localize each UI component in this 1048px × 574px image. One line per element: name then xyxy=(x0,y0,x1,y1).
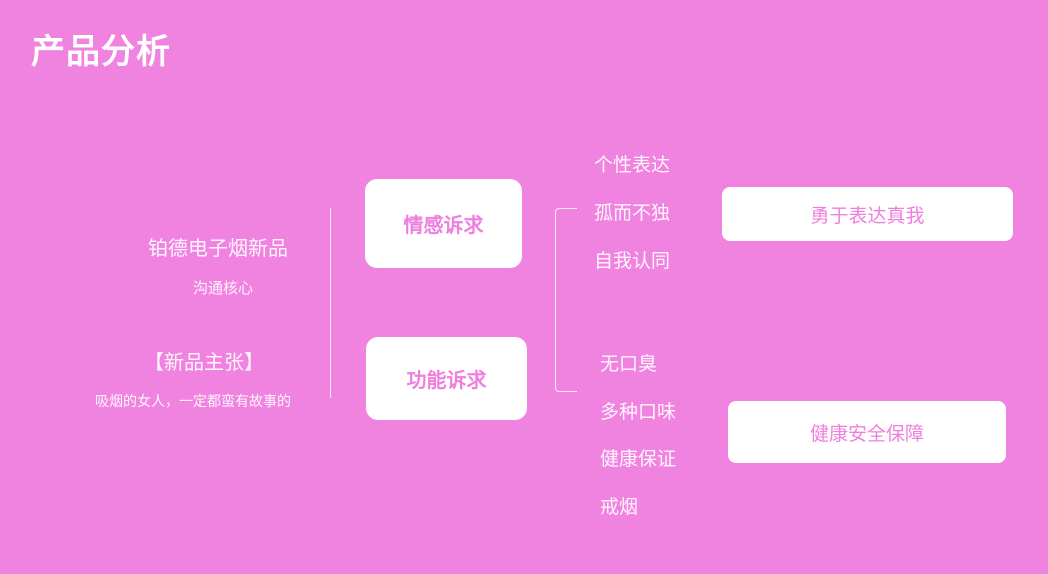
divider-line xyxy=(330,208,331,398)
function-point: 健康保证 xyxy=(600,448,677,470)
emotion-point: 自我认同 xyxy=(594,250,671,272)
emotion-result-box: 勇于表达真我 xyxy=(722,187,1013,241)
function-point: 多种口味 xyxy=(600,401,677,423)
grouping-bracket xyxy=(555,208,577,392)
emotional-appeal-label: 情感诉求 xyxy=(403,213,484,237)
functional-appeal-box: 功能诉求 xyxy=(366,337,527,420)
emotion-result-label: 勇于表达真我 xyxy=(810,204,925,227)
emotion-point: 个性表达 xyxy=(594,154,671,176)
emotional-appeal-box: 情感诉求 xyxy=(365,179,522,268)
new-product-claim-text: 吸烟的女人，一定都蛮有故事的 xyxy=(95,394,291,410)
emotion-point: 孤而不独 xyxy=(594,202,671,224)
function-result-label: 健康安全保障 xyxy=(809,422,924,445)
function-result-box: 健康安全保障 xyxy=(728,401,1006,463)
page-title: 产品分析 xyxy=(31,32,171,72)
communication-core-label: 沟通核心 xyxy=(193,279,254,297)
function-point: 戒烟 xyxy=(600,496,639,518)
functional-appeal-label: 功能诉求 xyxy=(406,368,487,392)
function-point: 无口臭 xyxy=(600,353,658,375)
brand-product-label: 铂德电子烟新品 xyxy=(148,236,288,260)
new-product-claim-heading: 【新品主张】 xyxy=(144,350,264,374)
